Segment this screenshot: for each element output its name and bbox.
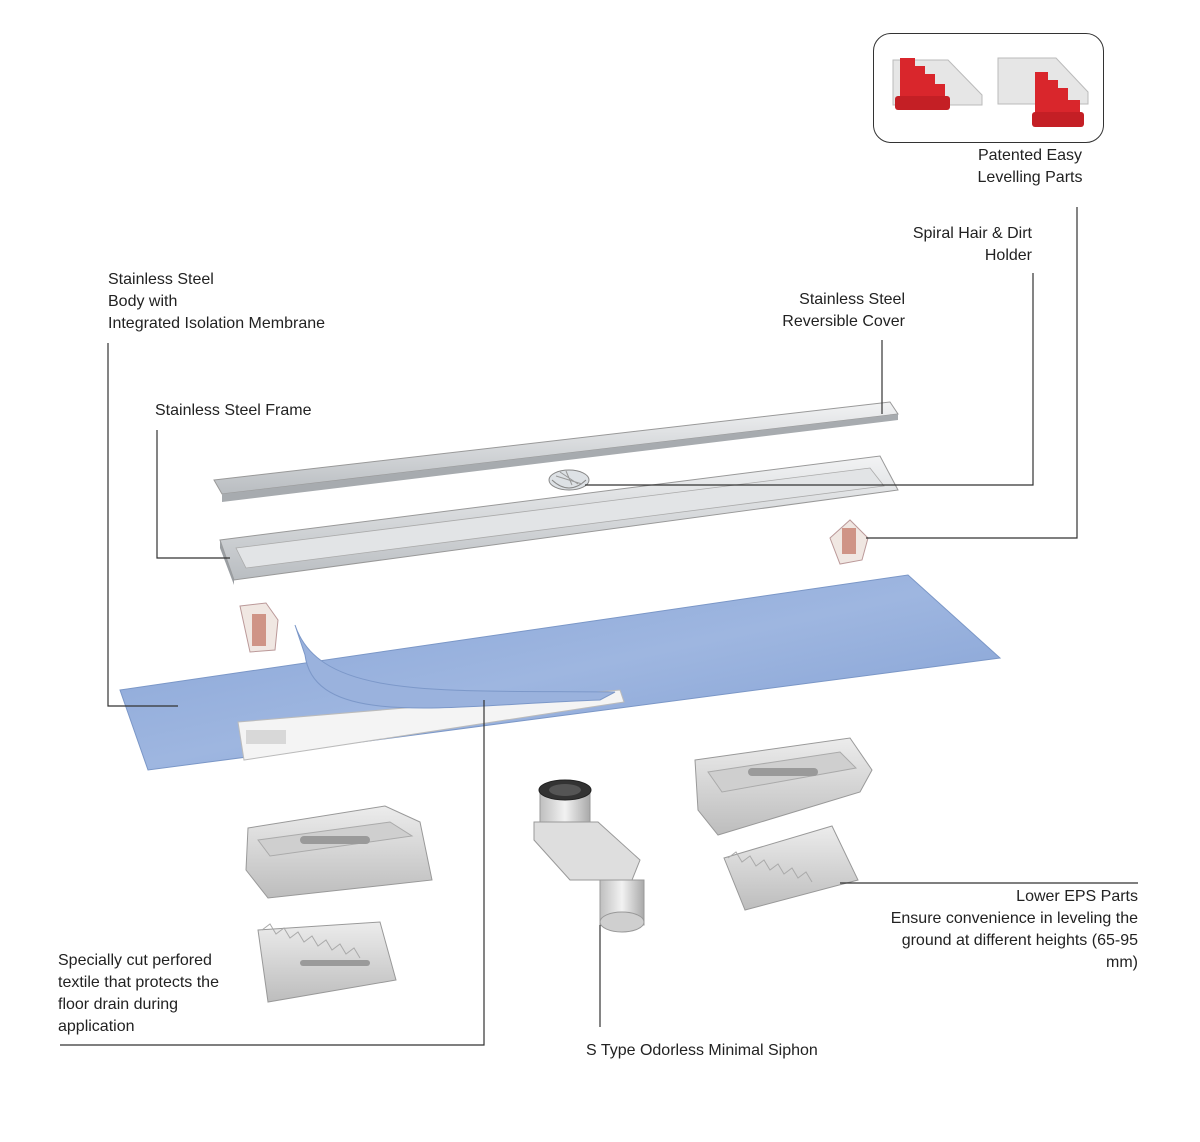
frame-label: Stainless Steel Frame <box>155 402 312 419</box>
hair-holder <box>548 469 590 491</box>
callout-body-line <box>107 343 178 707</box>
isolation-membrane <box>119 574 1002 771</box>
callout-textile-line <box>60 700 485 1046</box>
body-label: Stainless Steel Body with Integrated Iso… <box>108 271 326 332</box>
levelling-part-inset-left <box>892 58 983 110</box>
eps-part-right-top <box>694 737 873 836</box>
siphon-label: S Type Odorless Minimal Siphon <box>586 1042 818 1059</box>
callout-levelling-line <box>866 207 1078 539</box>
callout-lines <box>60 207 1138 1046</box>
steel-cover <box>213 401 899 502</box>
callout-frame-line <box>156 430 230 559</box>
levelling-part-left <box>239 602 279 653</box>
levelling-part-inset-right <box>997 57 1089 127</box>
callout-hair-holder-line <box>585 273 1034 486</box>
cover-label: Stainless Steel Reversible Cover <box>782 291 905 330</box>
eps-part-left-top <box>245 805 433 899</box>
eps-part-right-bottom <box>723 825 859 911</box>
eps-parts-label: Lower EPS Parts Ensure convenience in le… <box>890 888 1138 971</box>
steel-frame <box>219 455 899 585</box>
levelling-part-right <box>829 519 869 565</box>
eps-part-left-bottom <box>257 921 397 1003</box>
hair-holder-label: Spiral Hair & Dirt Holder <box>912 225 1032 264</box>
s-type-siphon <box>533 779 645 933</box>
levelling-parts-label: Patented Easy Levelling Parts <box>977 147 1083 186</box>
textile-label: Specially cut perfored textile that prot… <box>58 952 219 1035</box>
